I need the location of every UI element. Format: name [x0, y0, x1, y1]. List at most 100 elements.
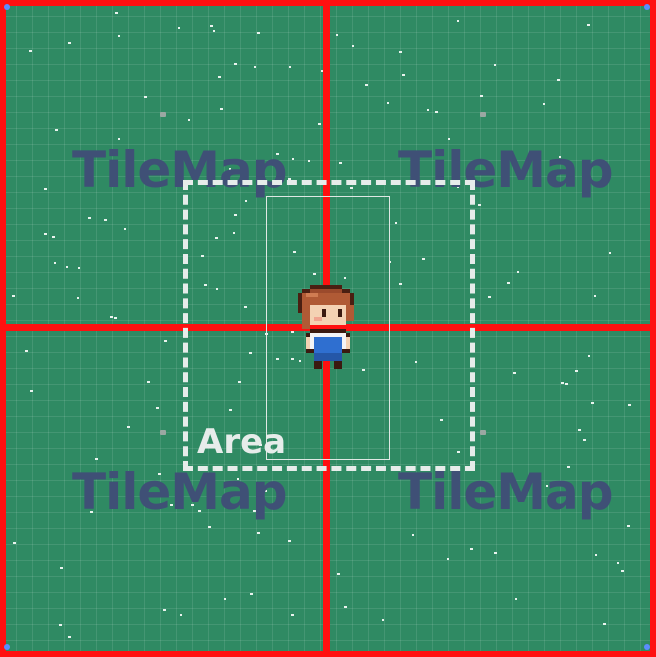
grass-speck — [213, 30, 215, 32]
grass-speck — [191, 504, 194, 506]
grass-speck — [457, 451, 460, 453]
area-label: Area — [197, 422, 287, 462]
grass-speck — [457, 20, 459, 22]
grass-speck — [234, 214, 237, 216]
grass-speck — [588, 355, 590, 357]
area-outline[interactable] — [183, 180, 475, 471]
grass-speck — [78, 267, 80, 269]
grass-speck — [114, 317, 117, 319]
grass-speck — [457, 186, 459, 188]
grass-speck — [234, 63, 237, 65]
grass-speck — [156, 407, 159, 409]
grass-speck — [583, 439, 586, 441]
grass-speck — [233, 232, 235, 234]
grass-speck — [488, 296, 491, 298]
grass-speck — [575, 370, 578, 372]
grass-speck — [44, 233, 47, 235]
grass-speck — [25, 350, 28, 352]
grass-speck — [362, 369, 365, 371]
grass-speck — [470, 548, 473, 550]
grass-speck — [299, 360, 301, 362]
grass-speck — [291, 358, 294, 360]
grass-speck — [164, 340, 167, 342]
grass-speck — [257, 32, 260, 34]
grass-speck — [344, 606, 347, 608]
grass-speck — [289, 66, 291, 68]
grass-speck — [515, 598, 517, 600]
corner-handle-icon[interactable] — [4, 644, 10, 650]
grass-speck — [265, 490, 267, 492]
tilemap-label-top-right: TileMap — [398, 141, 614, 199]
grass-speck — [415, 361, 417, 363]
grass-speck — [66, 266, 68, 268]
grass-speck — [188, 119, 190, 121]
grass-speck — [180, 614, 182, 616]
grass-speck — [210, 25, 213, 27]
grass-speck — [249, 352, 252, 354]
grass-speck — [144, 96, 147, 98]
pebble — [160, 112, 166, 117]
grass-speck — [337, 573, 340, 575]
grass-speck — [595, 554, 597, 556]
grass-speck — [220, 108, 223, 110]
grass-speck — [276, 153, 279, 155]
grass-speck — [308, 160, 310, 162]
grass-speck — [54, 262, 56, 264]
grass-speck — [237, 478, 239, 480]
grass-speck — [77, 297, 79, 299]
grass-speck — [55, 129, 58, 131]
corner-handle-icon[interactable] — [644, 644, 650, 650]
grass-speck — [395, 222, 397, 224]
grass-speck — [29, 50, 32, 52]
grass-speck — [118, 138, 120, 140]
grass-speck — [494, 64, 496, 66]
pebble — [160, 430, 166, 435]
grass-speck — [118, 35, 120, 37]
grass-speck — [565, 383, 568, 385]
grass-speck — [124, 228, 126, 230]
grass-speck — [402, 74, 405, 76]
grass-speck — [587, 24, 590, 26]
grass-speck — [218, 76, 221, 78]
grass-speck — [95, 458, 98, 460]
grass-speck — [350, 187, 353, 189]
grass-speck — [387, 102, 389, 104]
grass-speck — [292, 158, 294, 160]
grass-speck — [609, 252, 611, 254]
grass-speck — [59, 624, 62, 626]
tilemap-label-top-left: TileMap — [72, 141, 288, 199]
grass-speck — [318, 123, 321, 125]
player-character-sprite[interactable] — [294, 285, 358, 369]
grass-speck — [147, 381, 150, 383]
grass-speck — [567, 466, 570, 468]
grass-speck — [427, 109, 429, 111]
grass-speck — [259, 444, 262, 446]
grass-speck — [440, 419, 443, 421]
grass-speck — [127, 426, 130, 428]
chunk-divider-vertical — [323, 0, 330, 657]
grass-speck — [244, 306, 247, 308]
grass-speck — [276, 358, 279, 360]
grass-speck — [478, 204, 481, 206]
grass-speck — [517, 271, 519, 273]
grass-speck — [88, 217, 91, 219]
grass-speck — [543, 103, 545, 105]
grass-speck — [389, 261, 391, 263]
grass-speck — [399, 283, 402, 285]
grass-speck — [215, 237, 218, 239]
grass-speck — [399, 51, 402, 53]
grass-speck — [178, 27, 180, 29]
grass-speck — [229, 409, 232, 411]
corner-handle-icon[interactable] — [4, 4, 10, 10]
grass-speck — [591, 402, 594, 404]
tilemap-label-bottom-right: TileMap — [398, 463, 614, 521]
grass-speck — [201, 255, 204, 257]
grass-speck — [170, 504, 173, 506]
grass-speck — [595, 162, 598, 164]
pebble — [480, 112, 486, 117]
grass-speck — [344, 277, 346, 279]
grass-speck — [578, 429, 581, 431]
grass-speck — [559, 156, 561, 158]
corner-handle-icon[interactable] — [644, 4, 650, 10]
grass-speck — [253, 510, 256, 512]
